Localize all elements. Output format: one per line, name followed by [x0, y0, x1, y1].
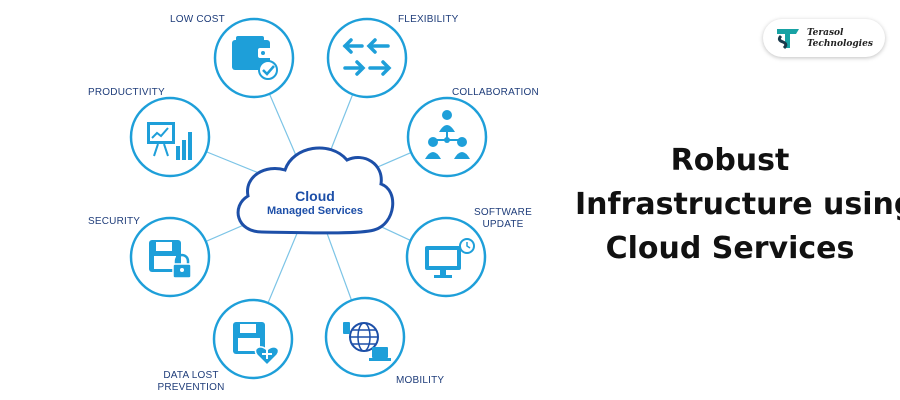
brand-name-line2: Technologies	[807, 39, 873, 49]
label-collaboration: COLLABORATION	[452, 87, 539, 98]
node-security	[129, 216, 211, 298]
label-flexibility: FLEXIBILITY	[398, 14, 459, 25]
center-cloud	[236, 146, 395, 235]
page-heading: Robust Infrastructure using Cloud Servic…	[575, 139, 900, 271]
label-security: SECURITY	[88, 216, 141, 227]
heading-line3: Cloud Services	[605, 231, 855, 266]
heading-line1: Robust	[670, 143, 790, 178]
cloud-shape-icon	[236, 146, 395, 235]
label-software-update-line1: SOFTWARE	[474, 207, 532, 218]
label-low-cost: LOW COST	[170, 14, 225, 25]
label-productivity: PRODUCTIVITY	[88, 87, 165, 98]
cloud-benefits-diagram	[129, 17, 488, 380]
node-low-cost	[213, 17, 295, 99]
brand-logo: Terasol Technologies	[763, 19, 885, 57]
label-mobility: MOBILITY	[396, 375, 445, 386]
label-data-lost-prevention-line2: PREVENTION	[157, 382, 225, 393]
node-productivity	[129, 96, 211, 178]
floppy-heart-icon	[233, 322, 280, 367]
node-collaboration	[406, 96, 488, 178]
terasol-logo-icon	[777, 29, 799, 50]
heading-line2: Infrastructure using	[575, 187, 900, 222]
arrows-exchange-icon	[342, 38, 392, 76]
brand-name-line1: Terasol	[807, 28, 844, 38]
node-mobility	[324, 296, 406, 378]
brand-name: Terasol Technologies	[807, 28, 873, 50]
label-software-update: SOFTWARE UPDATE	[470, 207, 536, 231]
node-flexibility	[326, 17, 408, 99]
label-software-update-line2: UPDATE	[482, 219, 524, 230]
monitor-clock-icon	[425, 238, 475, 278]
globe-devices-icon	[343, 322, 391, 361]
node-software-update	[405, 216, 487, 298]
team-network-icon	[425, 110, 470, 159]
cloud-title-line2: Managed Services	[267, 205, 363, 217]
node-data-lost-prevention	[212, 298, 294, 380]
label-data-lost-prevention: DATA LOST PREVENTION	[152, 370, 230, 394]
floppy-lock-icon	[149, 240, 192, 279]
wallet-check-icon	[232, 36, 278, 80]
cloud-title-line1: Cloud	[295, 188, 335, 204]
growth-chart-icon	[147, 122, 192, 160]
label-data-lost-prevention-line1: DATA LOST	[163, 370, 219, 381]
